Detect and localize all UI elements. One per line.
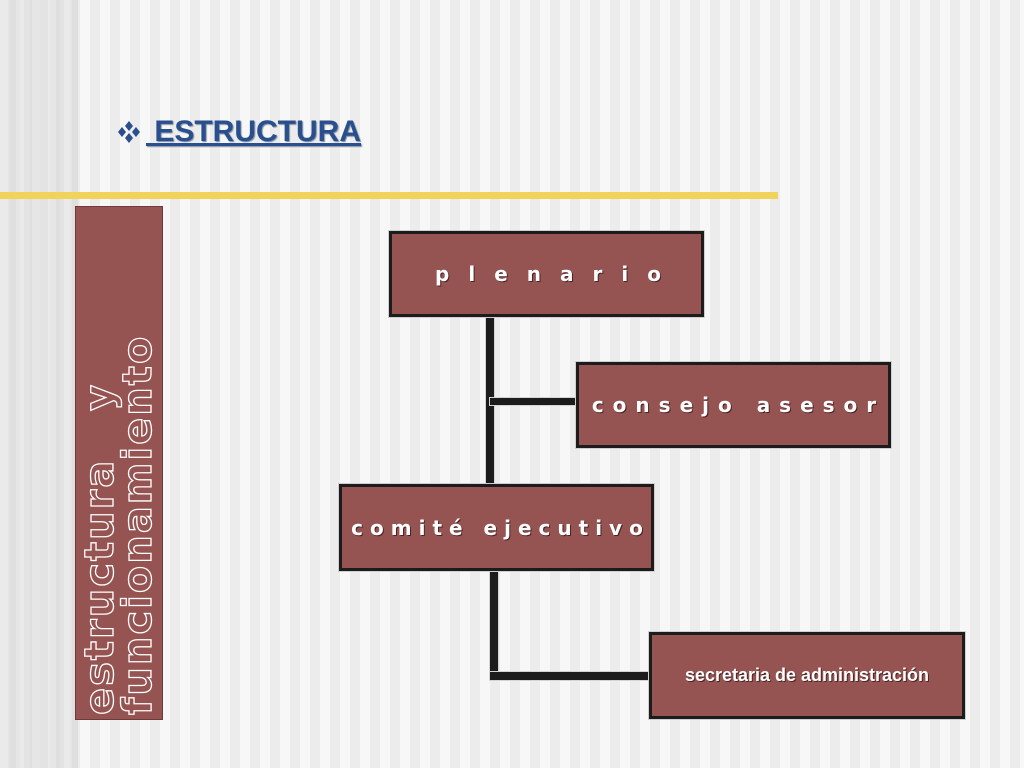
background-stripe-band [0, 0, 78, 768]
page-title: ESTRUCTURA [146, 115, 361, 148]
connector-comite-trunk [490, 570, 498, 680]
accent-divider [0, 192, 778, 199]
four-diamond-bullet-icon [116, 119, 142, 145]
node-plenario: plenario [389, 231, 704, 317]
connector-to-secretaria [490, 672, 650, 680]
connector-to-consejo [490, 398, 577, 405]
side-label-panel: estructura y funcionamiento [75, 206, 163, 720]
node-comite-ejecutivo: comité ejecutivo [339, 484, 654, 571]
node-secretaria-administracion: secretaria de administración [649, 632, 965, 719]
node-consejo-asesor: consejo asesor [576, 362, 891, 448]
title-row: ESTRUCTURA [116, 112, 361, 152]
